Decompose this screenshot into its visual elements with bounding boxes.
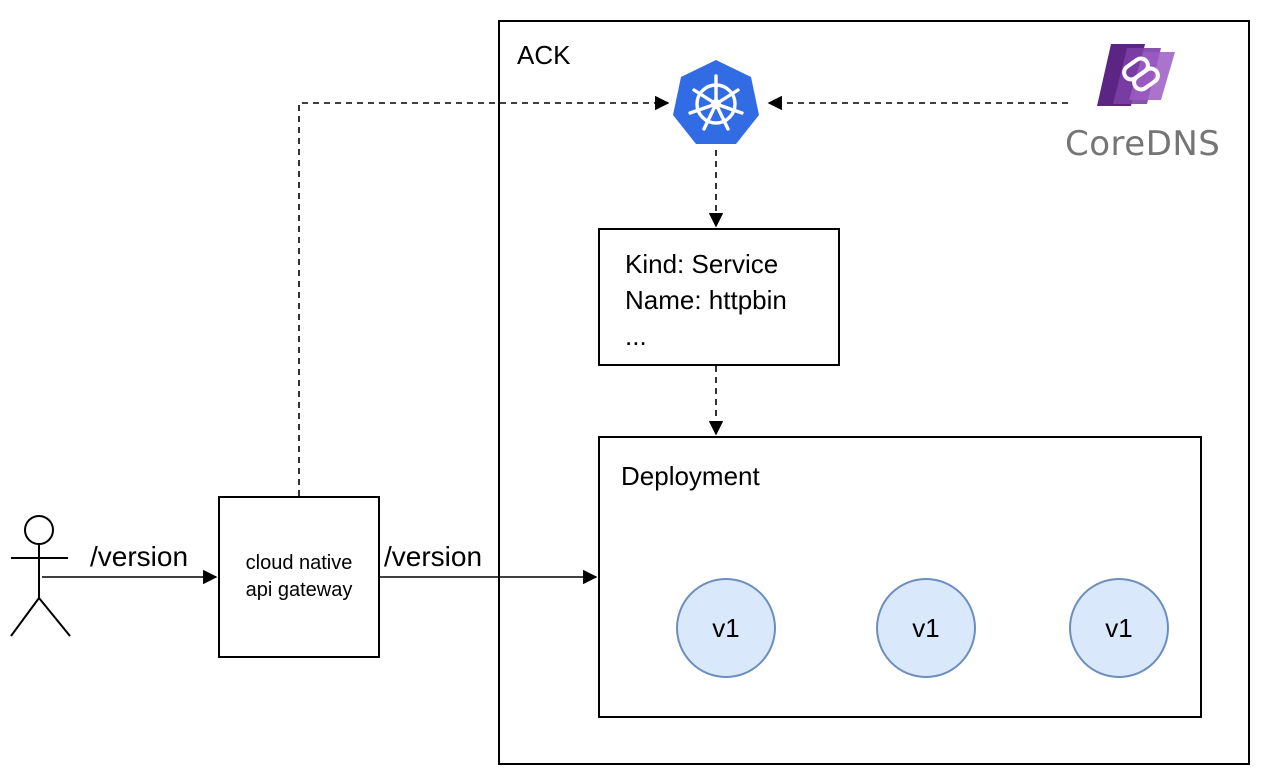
service-name: Name: httpbin [625,285,787,315]
edge-label-user-gateway: /version [90,541,189,572]
ack-cluster-box [498,20,1250,765]
edge-label-gateway-deployment: /version [384,541,483,572]
gateway-label-line1: cloud native [245,552,353,574]
kubernetes-helm-icon [673,60,759,144]
gateway-box: cloud native api gateway [218,496,380,658]
gateway-label: cloud native api gateway [246,550,353,604]
pod-v1-1: v1 [676,578,776,678]
ack-label: ACK [517,40,571,70]
stick-figure-icon [10,515,71,637]
coredns-wordmark: CoreDNS [1065,124,1221,164]
deployment-label: Deployment [621,461,760,491]
service-ellipsis: ... [625,321,647,351]
pod-v1-2: v1 [876,578,976,678]
service-box: Kind: Service Name: httpbin ... [598,228,840,366]
coredns-chain-icon [1097,44,1175,106]
gateway-label-line2: api gateway [245,579,353,601]
service-kind: Kind: Service [625,249,779,279]
edge-gateway-kubernetes [298,95,670,496]
pod-v1-3: v1 [1069,578,1169,678]
